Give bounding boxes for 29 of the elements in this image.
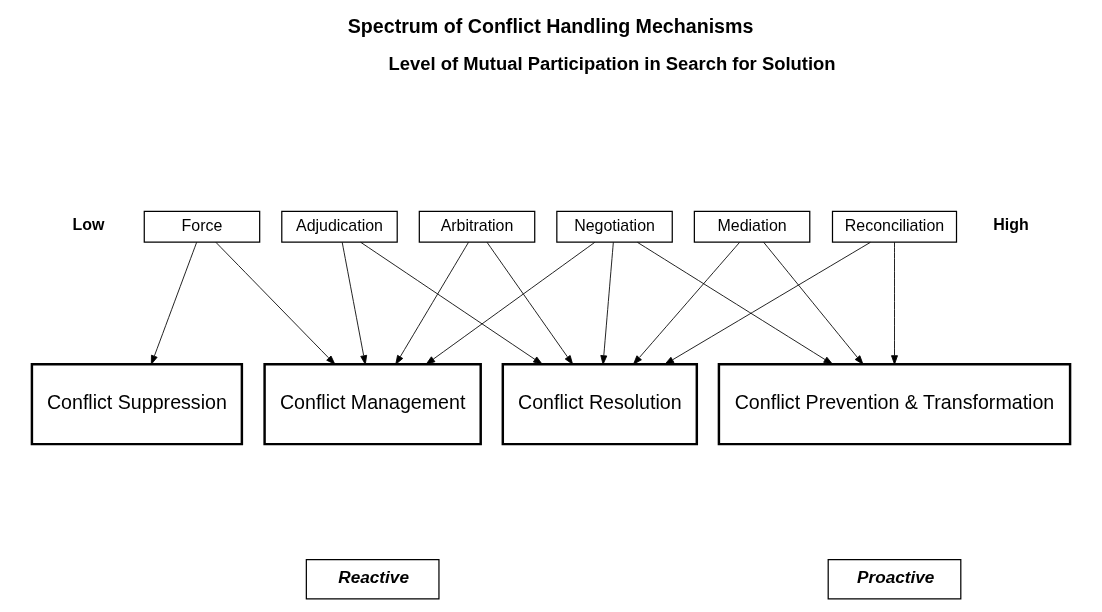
node-box: Reactive (305, 558, 440, 600)
arrow (600, 241, 614, 365)
arrow (891, 241, 898, 365)
arrow (341, 241, 368, 365)
node-box: Conflict Prevention & Transformation (717, 363, 1072, 446)
node-box: Reconciliation (831, 210, 958, 243)
arrow (150, 241, 198, 365)
arrow (633, 241, 741, 365)
diagram-title: Spectrum of Conflict Handling Mechanisms (347, 14, 754, 37)
label: High (993, 215, 1029, 233)
arrow (425, 241, 596, 365)
node-box: Negotiation (556, 210, 673, 243)
arrow (486, 241, 574, 365)
node-box: Conflict Management (263, 363, 482, 446)
node-box: Force (143, 210, 261, 243)
arrow (664, 241, 871, 365)
arrow (215, 241, 336, 365)
node-box: Proactive (827, 558, 962, 600)
arrow (360, 241, 543, 365)
node-box: Mediation (693, 210, 811, 243)
node-box: Conflict Resolution (501, 363, 699, 446)
arrow (763, 241, 864, 365)
arrow (395, 241, 469, 365)
arrow (637, 241, 833, 365)
label: Level of Mutual Participation in Search for Solution (388, 53, 836, 75)
node-box: Adjudication (281, 210, 398, 243)
node-box: Arbitration (418, 210, 536, 243)
label: Low (72, 215, 105, 233)
node-box: Conflict Suppression (30, 363, 244, 446)
